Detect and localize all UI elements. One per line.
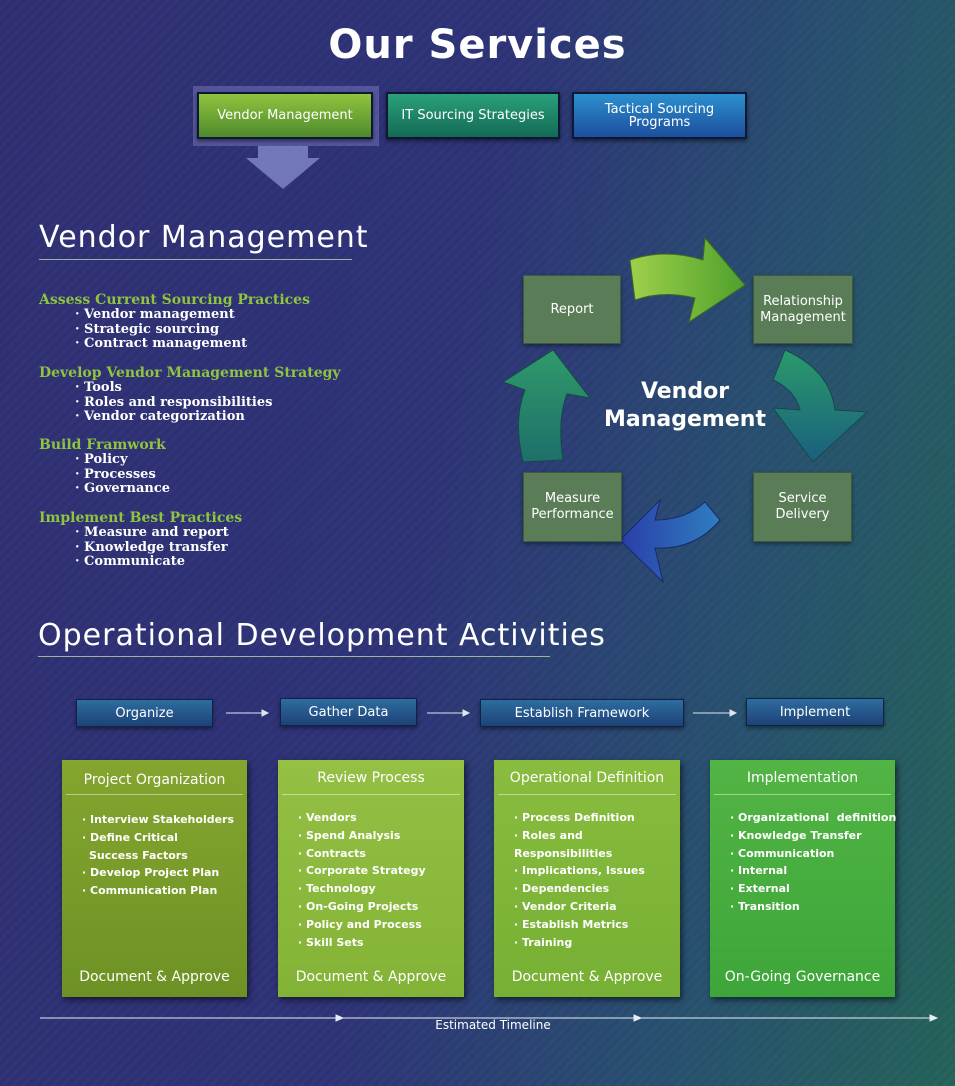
card-footer: Document & Approve <box>79 969 230 985</box>
vendor-practice-list: Assess Current Sourcing Practices · Vend… <box>39 292 369 582</box>
card-operational-definition: Operational Definition · Process Definit… <box>494 760 680 997</box>
card-implementation: Implementation · Organizational definiti… <box>710 760 896 997</box>
practice-item: · Strategic sourcing <box>75 321 220 337</box>
card-divider <box>498 794 676 795</box>
cycle-box-label: Service Delivery <box>775 491 830 522</box>
practice-group-title: Assess Current Sourcing Practices <box>39 292 310 308</box>
card-item: · Contracts <box>298 846 366 860</box>
practice-item: · Communicate <box>75 554 186 569</box>
phase-establish-framework: Establish Framework <box>480 699 684 727</box>
practice-group: Build Framwork · Policy · Processes · Go… <box>39 437 369 510</box>
card-item: · External <box>730 882 790 896</box>
arrow-left-icon <box>501 349 592 463</box>
tab-tactical-sourcing-programs[interactable]: Tactical Sourcing Programs <box>572 92 747 139</box>
card-title: Implementation <box>746 770 859 786</box>
practice-item: · Vendor categorization <box>75 409 245 424</box>
card-item: · On-Going Projects <box>298 899 419 913</box>
card-footer: Document & Approve <box>511 969 663 985</box>
card-divider <box>714 794 891 795</box>
practice-item: · Knowledge transfer <box>75 539 228 555</box>
practice-item: · Tools <box>75 380 122 395</box>
arrow-bottom-icon <box>619 498 721 584</box>
card-footer: On-Going Governance <box>724 969 881 985</box>
cycle-box-service-delivery: Service Delivery <box>753 472 852 542</box>
card-divider <box>282 794 460 795</box>
card-item: · Knowledge Transfer <box>730 828 862 842</box>
card-item: · Vendors <box>298 811 357 824</box>
card-item: · Establish Metrics <box>514 917 629 931</box>
card-item: · Transition <box>730 899 800 913</box>
card-item: Success Factors <box>89 848 188 862</box>
cycle-box-label: Measure Performance <box>531 491 614 522</box>
card-list: · Interview Stakeholders · Define Critic… <box>82 811 234 900</box>
card-project-organization: Project Organization · Interview Stakeho… <box>62 760 247 997</box>
practice-item: · Contract management <box>75 336 248 351</box>
practice-group: Assess Current Sourcing Practices · Vend… <box>39 292 369 365</box>
practice-item: · Policy <box>75 452 128 467</box>
practice-item: · Governance <box>75 481 171 496</box>
cycle-box-label: Relationship Management <box>760 293 846 325</box>
card-item: · Interview Stakeholders <box>82 813 235 826</box>
card-item: · Skill Sets <box>298 935 364 949</box>
timeline-label: Estimated Timeline <box>435 1018 551 1032</box>
cycle-box-report: Report <box>523 275 621 344</box>
card-item: · Dependencies <box>514 882 610 896</box>
card-list: · Vendors · Spend Analysis · Contracts ·… <box>298 809 426 951</box>
vendor-heading-underline <box>39 259 352 260</box>
card-item: · Organizational definition <box>730 811 897 824</box>
phase-arrows <box>226 709 738 717</box>
card-list: · Process Definition · Roles and Respons… <box>514 809 680 951</box>
practice-group: Develop Vendor Management Strategy · Too… <box>39 365 369 437</box>
arrow-top-icon <box>629 236 746 324</box>
cycle-box-measure-performance: Measure Performance <box>523 472 622 542</box>
practice-group-title: Build Framwork <box>39 437 166 453</box>
card-review-process: Review Process · Vendors · Spend Analysi… <box>278 760 464 997</box>
tab-tactical-label: Tactical Sourcing Programs <box>604 101 715 130</box>
practice-group-title: Develop Vendor Management Strategy <box>39 365 341 381</box>
card-item: · Vendor Criteria <box>514 899 617 913</box>
card-list: · Organizational definition · Knowledge … <box>730 809 896 916</box>
card-item: · Process Definition <box>514 811 635 824</box>
cycle-box-relationship-management: Relationship Management <box>753 275 853 344</box>
cycle-center-label: Vendor Management <box>604 379 766 432</box>
card-title: Review Process <box>317 770 425 786</box>
card-item: · Corporate Strategy <box>298 864 426 878</box>
card-item: · Policy and Process <box>298 917 422 931</box>
page-title: Our Services <box>328 22 627 68</box>
card-item: · Develop Project Plan <box>82 866 220 880</box>
cycle-arrows <box>501 236 869 584</box>
card-item: · Technology <box>298 882 376 896</box>
card-item: · Communication Plan <box>82 884 218 898</box>
down-arrow-icon <box>246 146 320 189</box>
card-footer: Document & Approve <box>295 969 447 985</box>
card-item: · Spend Analysis <box>298 828 401 842</box>
phase-organize: Organize <box>76 699 213 727</box>
timeline-line <box>40 1014 939 1022</box>
ops-heading-underline <box>38 656 550 657</box>
card-item: · Communication <box>730 846 835 860</box>
practice-item: · Vendor management <box>75 307 235 322</box>
card-title: Operational Definition <box>509 770 665 786</box>
practice-item: · Processes <box>75 466 156 482</box>
card-title: Project Organization <box>83 772 226 788</box>
arrow-right-icon <box>771 349 869 463</box>
phase-gather-data: Gather Data <box>280 698 417 726</box>
practice-group: Implement Best Practices · Measure and r… <box>39 510 369 582</box>
card-item: · Implications, Issues <box>514 864 645 878</box>
card-divider <box>66 794 243 795</box>
card-item: · Internal <box>730 864 788 878</box>
vendor-section-heading: Vendor Management <box>39 220 369 255</box>
card-item: · Define Critical <box>82 830 178 844</box>
card-item: · Roles and Responsibilities <box>514 828 613 860</box>
practice-item: · Roles and responsibilities <box>75 394 273 410</box>
practice-group-title: Implement Best Practices <box>39 510 243 526</box>
tab-vendor-management[interactable]: Vendor Management <box>197 92 373 139</box>
card-item: · Training <box>514 935 573 949</box>
practice-item: · Measure and report <box>75 525 229 540</box>
tab-it-sourcing-strategies[interactable]: IT Sourcing Strategies <box>386 92 560 139</box>
ops-section-heading: Operational Development Activities <box>38 618 606 653</box>
phase-implement: Implement <box>746 698 884 726</box>
